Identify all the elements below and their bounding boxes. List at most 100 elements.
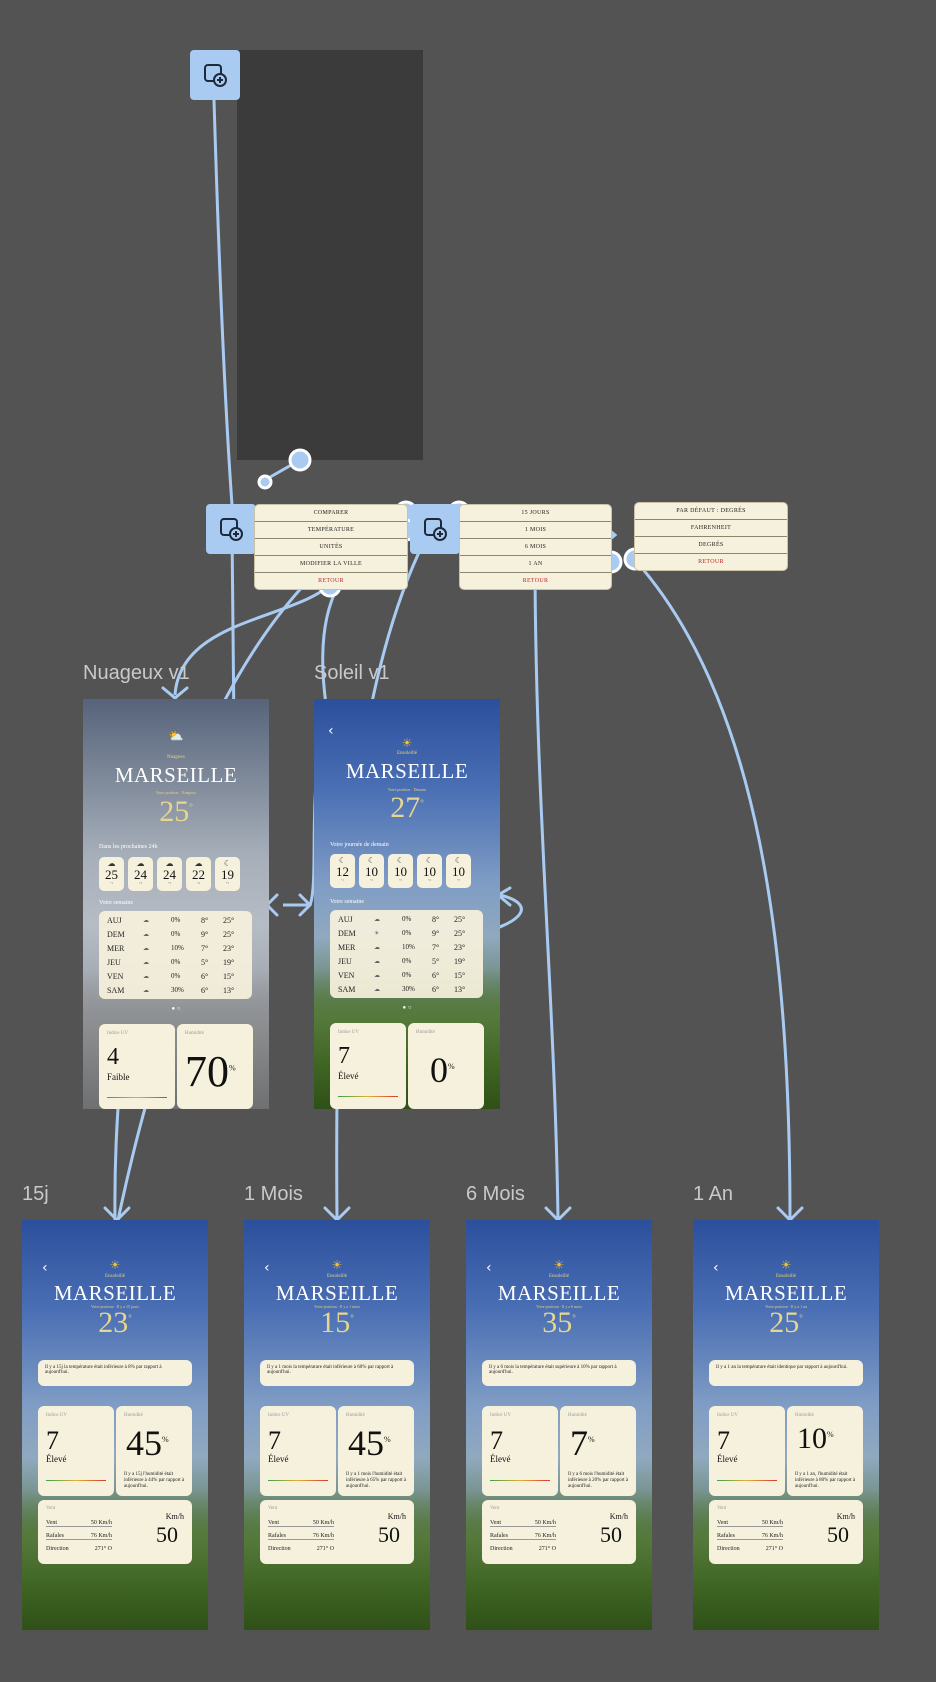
menu-item-comparer[interactable]: COMPARER <box>255 505 407 522</box>
week-row: DEM☁0%9°25° <box>107 929 235 939</box>
cloud-sun-icon: ⛅ <box>168 729 184 743</box>
menu-item-retour[interactable]: RETOUR <box>318 578 344 584</box>
page-dots[interactable]: ● ○ <box>171 1006 181 1012</box>
week-row: AUJ☁0%8°25° <box>107 915 235 925</box>
sun-icon: ☀ <box>401 736 413 750</box>
week-row: JEU☁0%5°19° <box>107 957 235 967</box>
week-row: MER☁10%7°23° <box>107 943 235 953</box>
menu-item-degres[interactable]: DEGRÉS <box>635 537 787 554</box>
comparison-text: Il y a 1 mois la température était infér… <box>260 1360 414 1386</box>
cloud-icon: ☁ <box>165 859 174 868</box>
menu-hub[interactable] <box>206 504 256 554</box>
menu-item-par-defaut[interactable]: PAR DÉFAUT : DEGRÉS <box>635 503 787 520</box>
cloud-icon: ☁ <box>374 944 380 951</box>
location-subtitle: Votre position · Nuageux <box>155 790 197 795</box>
screen-1-mois: ‹ ☀ Ensoleillé MARSEILLE Votre position … <box>244 1220 430 1630</box>
menu-item-1-an[interactable]: 1 AN <box>460 556 611 573</box>
hour-card: ☾19+5 <box>215 857 240 891</box>
week-label: Votre semaine <box>330 899 365 905</box>
week-row: DEM☀0%9°25° <box>338 928 466 938</box>
menu-item-fahrenheit[interactable]: FAHRENHEIT <box>635 520 787 537</box>
moon-icon: ☾ <box>425 856 434 865</box>
week-row: SAM☁30%6°13° <box>338 984 466 994</box>
cloud-icon: ☁ <box>107 859 116 868</box>
screen-1-an: ‹ ☀ Ensoleillé MARSEILLE Votre position … <box>693 1220 879 1630</box>
weather-status: Ensoleillé <box>397 751 417 756</box>
empty-frame <box>237 50 423 460</box>
cloud-icon: ☁ <box>136 859 145 868</box>
humidity-card: Humidité 45% Il y a 1 mois l'humidité ét… <box>338 1406 414 1496</box>
menu-item-6-mois[interactable]: 6 MOIS <box>460 539 611 556</box>
comparison-text: Il y a 6 mois la température était supér… <box>482 1360 636 1386</box>
current-temperature: 25° <box>159 795 193 828</box>
compare-hub[interactable] <box>410 504 460 554</box>
cloud-icon: ☁ <box>374 958 380 965</box>
page-dots[interactable]: ● ○ <box>402 1005 412 1011</box>
humidity-card: Humidité 45% Il y a 15j l'humidité était… <box>116 1406 192 1496</box>
week-row: VEN☁0%6°15° <box>338 970 466 980</box>
back-icon[interactable]: ‹ <box>713 1260 719 1276</box>
frame-label-soleil: Soleil v1 <box>314 662 390 684</box>
moon-icon: ☾ <box>454 856 463 865</box>
past-temperature: 25° <box>769 1306 803 1339</box>
humidity-card: Humidité 0% <box>408 1023 484 1109</box>
menu-item-retour[interactable]: RETOUR <box>698 559 724 565</box>
cloud-icon: ☁ <box>143 917 149 924</box>
city-name: MARSEILLE <box>275 1281 399 1305</box>
add-screen-icon <box>424 518 447 541</box>
menu-item-1-mois[interactable]: 1 MOIS <box>460 522 611 539</box>
moon-icon: ☾ <box>338 856 347 865</box>
back-icon[interactable]: ‹ <box>486 1260 492 1276</box>
location-subtitle: Votre position · Il y a 15 jours <box>90 1304 140 1309</box>
city-name: MARSEILLE <box>345 759 469 783</box>
past-temperature: 35° <box>542 1306 576 1339</box>
menu-item-retour[interactable]: RETOUR <box>522 578 549 584</box>
back-icon[interactable]: ‹ <box>264 1260 270 1276</box>
location-subtitle: Votre position · Il y a 1 mois <box>314 1304 360 1309</box>
hour-card: ☾10+2 <box>359 854 384 888</box>
comparison-text: Il y a 15j la température était inférieu… <box>38 1360 192 1386</box>
humidity-card: Humidité 70% <box>177 1024 253 1109</box>
location-subtitle: Votre position · Demain <box>387 787 427 792</box>
add-screen-icon <box>204 64 227 87</box>
start-hub[interactable] <box>190 50 240 100</box>
connector-line <box>212 99 234 506</box>
sun-icon: ☀ <box>109 1258 121 1272</box>
arrowhead <box>161 686 189 700</box>
cloud-icon: ☁ <box>143 973 149 980</box>
hour-card: ☁24+2 <box>128 857 153 891</box>
week-label: Votre semaine <box>99 900 134 906</box>
connector-line <box>230 529 236 731</box>
sun-icon: ☀ <box>780 1258 792 1272</box>
connector-line <box>173 583 331 696</box>
hourly-forecast[interactable]: ☁25+1 ☁24+2 ☁24+3 ☁22+4 ☾19+5 <box>99 857 240 891</box>
frame-label-1-an: 1 An <box>693 1183 734 1205</box>
weather-status: Ensoleillé <box>776 1274 796 1279</box>
cloud-icon: ☁ <box>194 859 203 868</box>
hourly-forecast[interactable]: ☾12+1 ☾10+2 ☾10+3 ☾10+4 ☾10+5 <box>330 854 471 888</box>
connector-node <box>288 448 312 472</box>
past-temperature: 23° <box>98 1306 132 1339</box>
uv-card: Indice UV 7 Élevé <box>482 1406 558 1496</box>
add-screen-icon <box>220 518 243 541</box>
hour-card: ☾10+3 <box>388 854 413 888</box>
back-icon[interactable]: ‹ <box>328 723 334 739</box>
location-subtitle: Votre position · Il y a 6 mois <box>536 1304 582 1309</box>
menu-item-modifier-ville[interactable]: MODIFIER LA VILLE <box>255 556 407 573</box>
location-subtitle: Votre position · Il y a 1 an <box>765 1304 807 1309</box>
current-temperature: 27° <box>390 791 424 824</box>
main-menu: COMPARER TEMPÉRATURE UNITÉS MODIFIER LA … <box>254 504 408 590</box>
humidity-card: Humidité 7% Il y a 6 mois l'humidité éta… <box>560 1406 636 1496</box>
city-name: MARSEILLE <box>53 1281 177 1305</box>
city-name: MARSEILLE <box>497 1281 621 1305</box>
hour-card: ☾10+5 <box>446 854 471 888</box>
hour-card: ☁24+3 <box>157 857 182 891</box>
menu-item-unites[interactable]: UNITÉS <box>255 539 407 556</box>
hour-card: ☁22+4 <box>186 857 211 891</box>
menu-item-temperature[interactable]: TEMPÉRATURE <box>255 522 407 539</box>
back-icon[interactable]: ‹ <box>42 1260 48 1276</box>
arrowhead <box>103 1206 131 1223</box>
menu-item-15-jours[interactable]: 15 JOURS <box>460 505 611 522</box>
hour-card: ☾12+1 <box>330 854 355 888</box>
